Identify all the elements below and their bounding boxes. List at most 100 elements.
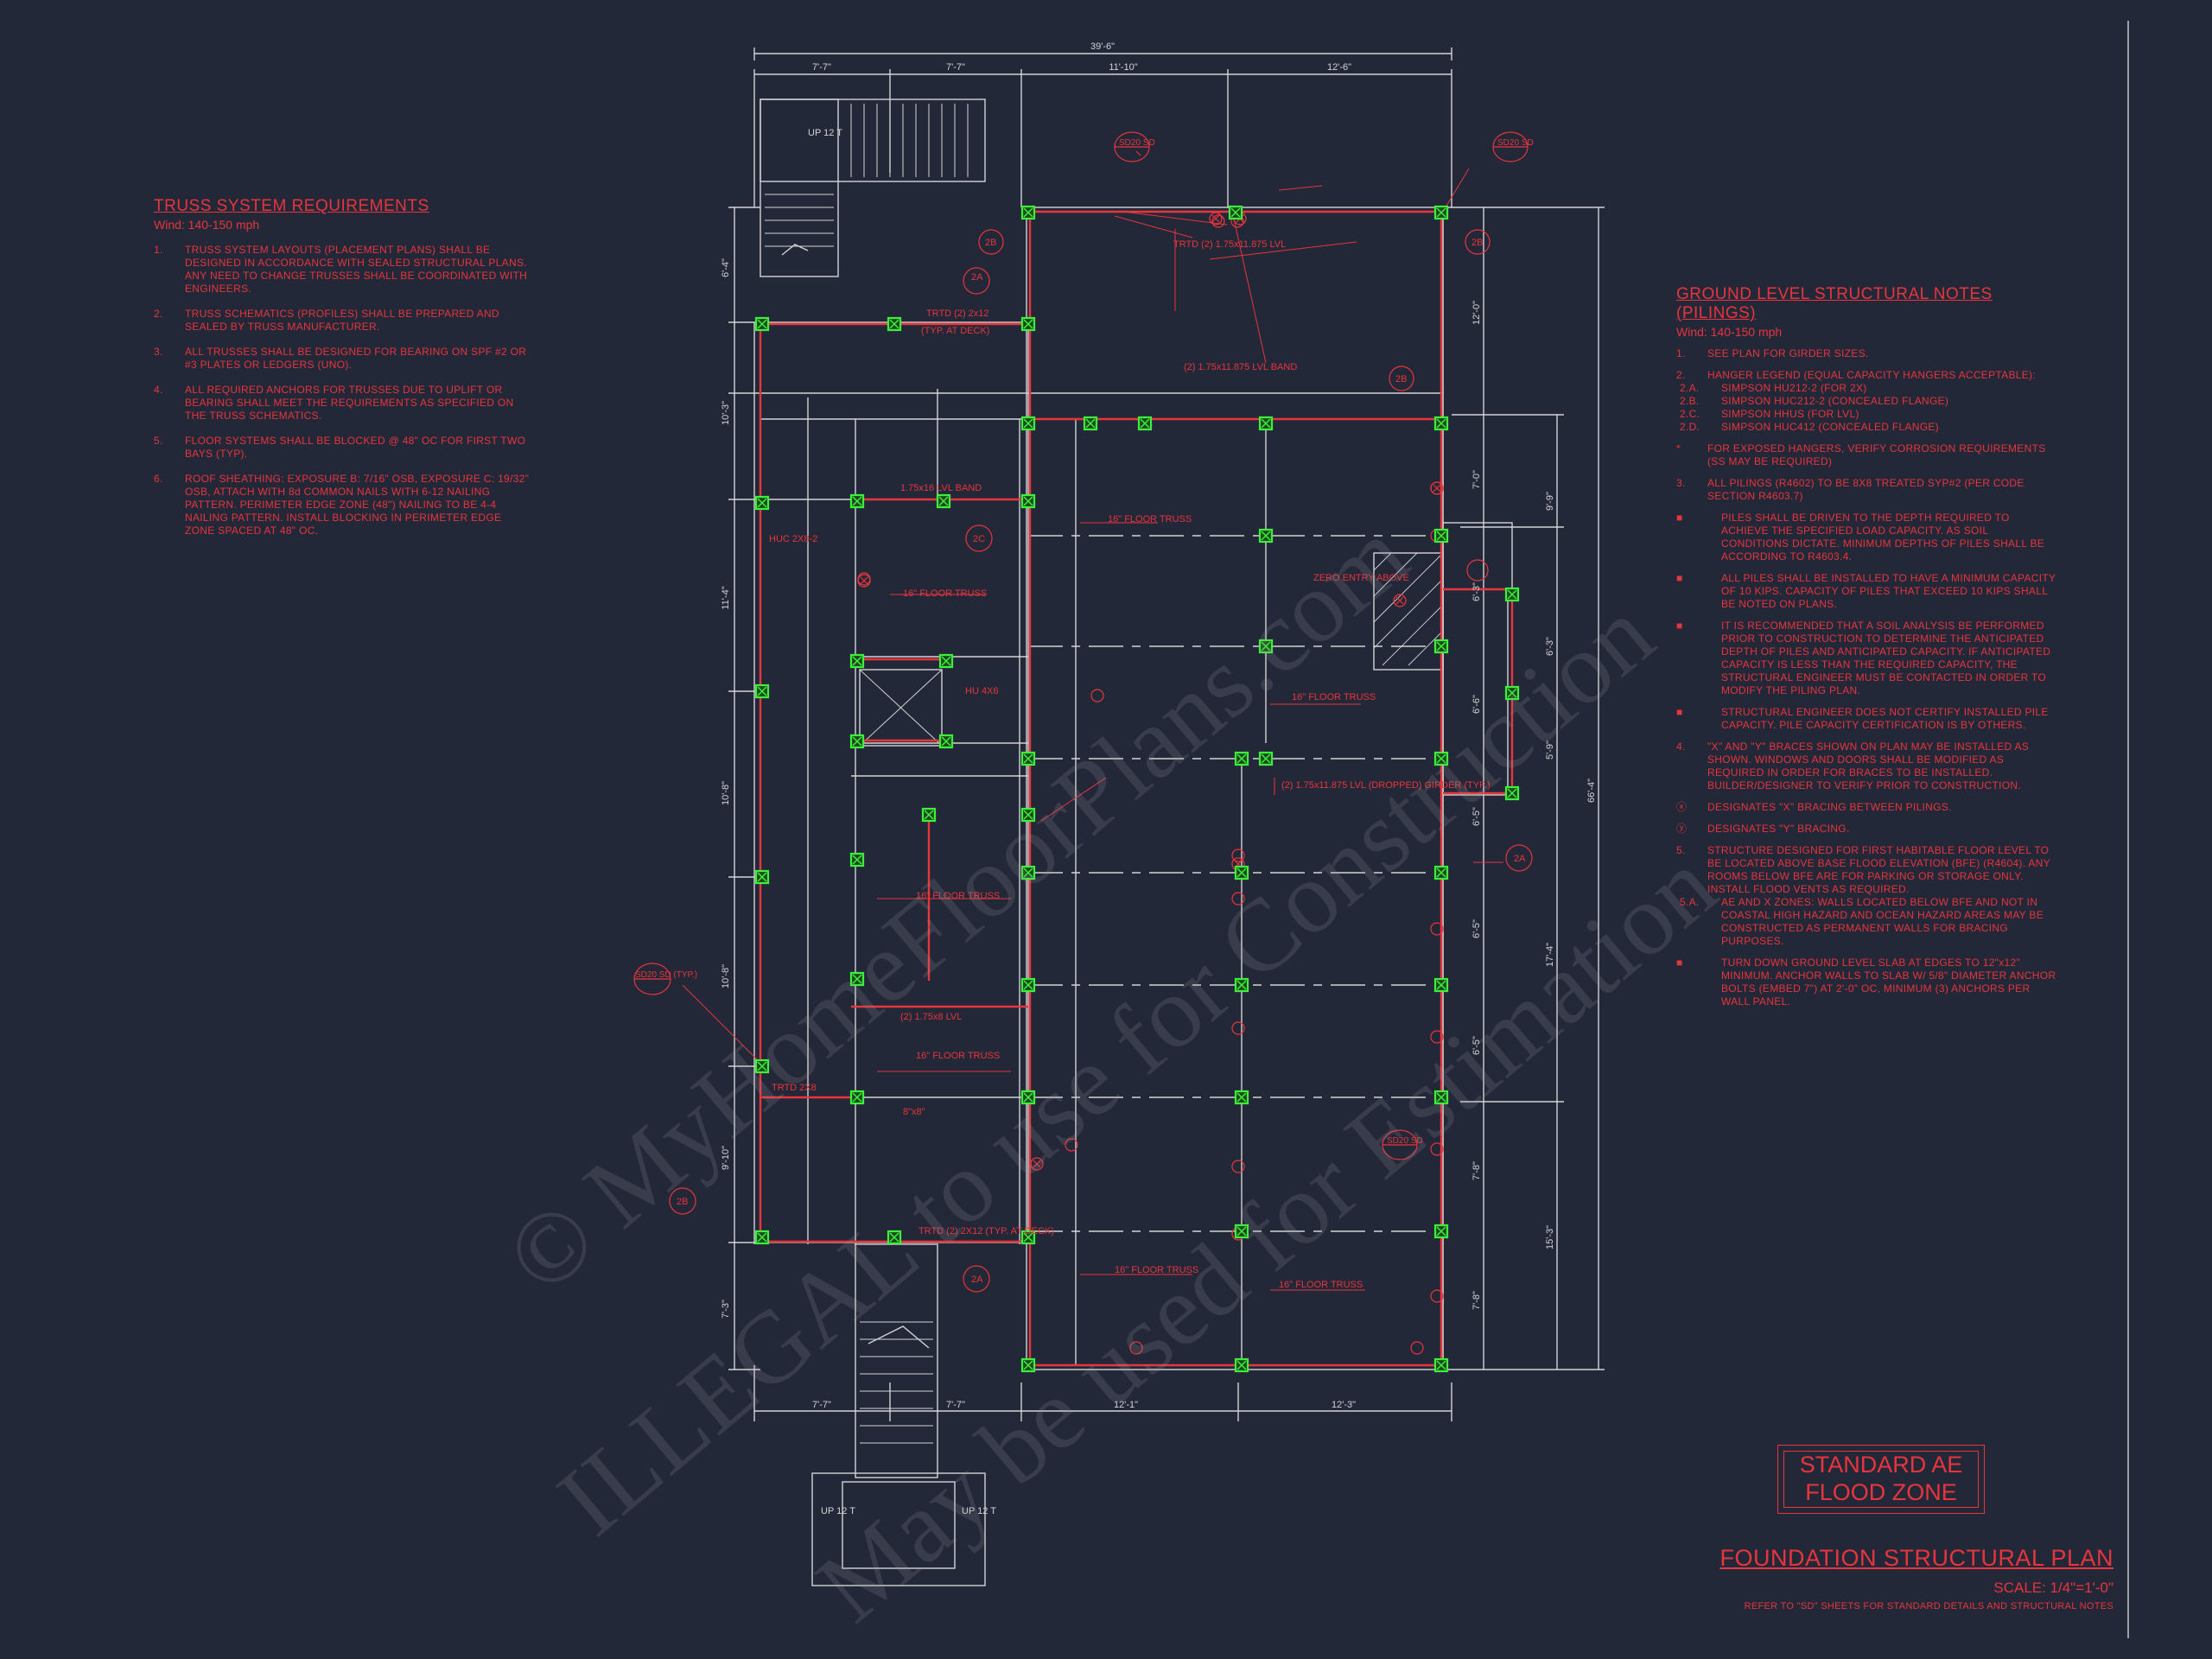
truss-note-item: 3.ALL TRUSSES SHALL BE DESIGNED FOR BEAR… bbox=[154, 346, 534, 372]
svg-text:TRTD 2X8: TRTD 2X8 bbox=[772, 1083, 817, 1093]
svg-text:2A: 2A bbox=[1514, 854, 1526, 864]
svg-text:2C: 2C bbox=[973, 534, 985, 544]
note-text: DESIGNATES "Y" BRACING. bbox=[1707, 823, 1850, 835]
note-number: 2.B. bbox=[1680, 395, 1700, 407]
ground-level-notes: GROUND LEVEL STRUCTURAL NOTES (PILINGS) … bbox=[1676, 285, 2056, 1008]
note-text: ROOF SHEATHING: EXPOSURE B: 7/16" OSB, E… bbox=[185, 473, 530, 537]
sheet-scale: SCALE: 1/4"=1'-0" bbox=[1993, 1580, 2113, 1596]
svg-text:SD20 SD: SD20 SD bbox=[1119, 138, 1155, 148]
note-text: SIMPSON HUC212-2 (CONCEALED FLANGE) bbox=[1721, 395, 1949, 407]
note-number: ⓧ bbox=[1676, 801, 1688, 813]
note-number: ■ bbox=[1676, 957, 1683, 969]
note-text: IT IS RECOMMENDED THAT A SOIL ANALYSIS B… bbox=[1721, 620, 2051, 696]
ground-notes-heading: GROUND LEVEL STRUCTURAL NOTES (PILINGS) bbox=[1676, 285, 1993, 322]
svg-text:6'-4": 6'-4" bbox=[721, 258, 731, 277]
note-text: AE AND X ZONES: WALLS LOCATED BELOW BFE … bbox=[1721, 896, 2044, 947]
svg-text:16" FLOOR TRUSS: 16" FLOOR TRUSS bbox=[916, 891, 1000, 901]
note-number: 5. bbox=[1676, 844, 1686, 856]
svg-text:2A: 2A bbox=[971, 1274, 983, 1285]
truss-note-item: 2. TRUSS SCHEMATICS (PROFILES) SHALL BE P… bbox=[154, 308, 534, 334]
svg-text:5'-9": 5'-9" bbox=[1545, 741, 1555, 760]
ground-note-item: ⓧ DESIGNATES "X" BRACING BETWEEN PILINGS. bbox=[1676, 801, 2056, 814]
note-number: 4. bbox=[154, 384, 163, 396]
svg-text:TRTD (2) 1.75x11.875 LVL: TRTD (2) 1.75x11.875 LVL bbox=[1173, 239, 1286, 250]
ground-note-item: 5.A.AE AND X ZONES: WALLS LOCATED BELOW … bbox=[1680, 896, 2056, 948]
svg-text:UP 12 T: UP 12 T bbox=[821, 1506, 855, 1516]
svg-text:2A: 2A bbox=[971, 272, 983, 283]
note-number: 2. bbox=[154, 308, 163, 320]
svg-text:6'-6": 6'-6" bbox=[1471, 695, 1482, 714]
svg-text:12'-0": 12'-0" bbox=[1471, 301, 1482, 325]
ground-notes-list: 1.SEE PLAN FOR GIRDER SIZES.2.HANGER LEG… bbox=[1676, 347, 2056, 1008]
sheet-title: FOUNDATION STRUCTURAL PLAN bbox=[1719, 1545, 2113, 1571]
ground-note-item: ■PILES SHALL BE DRIVEN TO THE DEPTH REQU… bbox=[1676, 512, 2056, 563]
truss-note-item: 4. ALL REQUIRED ANCHORS FOR TRUSSES DUE T… bbox=[154, 384, 534, 423]
svg-text:(2) 1.75x8 LVL: (2) 1.75x8 LVL bbox=[900, 1012, 962, 1022]
note-number: ⓨ bbox=[1676, 823, 1688, 835]
svg-text:10'-8": 10'-8" bbox=[721, 781, 731, 805]
note-number: ■ bbox=[1676, 620, 1683, 632]
note-text: TRUSS SCHEMATICS (PROFILES) SHALL BE PRE… bbox=[185, 308, 499, 333]
svg-text:16" FLOOR TRUSS: 16" FLOOR TRUSS bbox=[916, 1051, 1000, 1061]
note-text: SIMPSON HHUS (FOR LVL) bbox=[1721, 408, 1859, 420]
svg-text:10'-3": 10'-3" bbox=[721, 401, 731, 425]
svg-text:12'-1": 12'-1" bbox=[1114, 1400, 1138, 1410]
ground-note-item: 2. HANGER LEGEND (EQUAL CAPACITY HANGERS … bbox=[1676, 369, 2056, 382]
zone-line-2: FLOOD ZONE bbox=[1805, 1479, 1957, 1505]
leaders bbox=[682, 150, 1503, 1291]
svg-text:SD20 SD: SD20 SD bbox=[1497, 138, 1534, 148]
svg-text:7'-0": 7'-0" bbox=[1471, 470, 1482, 489]
note-number: 5. bbox=[154, 435, 163, 447]
note-text: FLOOR SYSTEMS SHALL BE BLOCKED @ 48" OC … bbox=[185, 435, 526, 460]
svg-text:2B: 2B bbox=[1395, 374, 1407, 385]
note-number: * bbox=[1676, 442, 1681, 454]
svg-text:16" FLOOR TRUSS: 16" FLOOR TRUSS bbox=[1108, 514, 1192, 524]
ground-notes-wind: Wind: 140-150 mph bbox=[1676, 325, 1783, 339]
ground-note-item: 2.C.SIMPSON HHUS (FOR LVL) bbox=[1680, 408, 2056, 421]
svg-text:7'-7": 7'-7" bbox=[812, 62, 831, 73]
truss-note-item: 6. ROOF SHEATHING: EXPOSURE B: 7/16" OSB,… bbox=[154, 473, 534, 537]
ground-note-item: 4."X" AND "Y" BRACES SHOWN ON PLAN MAY B… bbox=[1676, 741, 2056, 792]
note-text: TRUSS SYSTEM LAYOUTS (PLACEMENT PLANS) S… bbox=[185, 244, 528, 295]
svg-text:11'-4": 11'-4" bbox=[721, 586, 731, 609]
svg-text:7'-3": 7'-3" bbox=[721, 1300, 731, 1319]
note-text: HANGER LEGEND (EQUAL CAPACITY HANGERS AC… bbox=[1707, 369, 2036, 381]
note-number: ■ bbox=[1676, 572, 1683, 584]
ground-note-item: 2.D.SIMPSON HUC412 (CONCEALED FLANGE) bbox=[1680, 421, 2056, 434]
svg-text:12'-3": 12'-3" bbox=[1332, 1400, 1356, 1410]
note-text: ALL PILINGS (R4602) TO BE 8X8 TREATED SY… bbox=[1707, 477, 2024, 502]
note-text: PILES SHALL BE DRIVEN TO THE DEPTH REQUI… bbox=[1721, 512, 2045, 563]
ground-note-item: ■ ALL PILES SHALL BE INSTALLED TO HAVE A … bbox=[1676, 572, 2056, 611]
svg-text:6'-5": 6'-5" bbox=[1471, 1036, 1482, 1055]
truss-notes: TRUSS SYSTEM REQUIREMENTS Wind: 140-150 … bbox=[154, 197, 534, 537]
ground-note-item: *FOR EXPOSED HANGERS, VERIFY CORROSION R… bbox=[1676, 442, 2056, 468]
note-number: 1. bbox=[1676, 347, 1686, 359]
top-overall-dim: 39'-6" bbox=[1090, 41, 1115, 52]
svg-text:15'-3": 15'-3" bbox=[1545, 1225, 1555, 1249]
note-text: "X" AND "Y" BRACES SHOWN ON PLAN MAY BE … bbox=[1707, 741, 2030, 791]
svg-text:UP 12 T: UP 12 T bbox=[808, 128, 842, 138]
svg-text:7'-8": 7'-8" bbox=[1471, 1291, 1482, 1310]
note-text: ALL PILES SHALL BE INSTALLED TO HAVE A M… bbox=[1721, 572, 2056, 610]
truss-notes-heading: TRUSS SYSTEM REQUIREMENTS bbox=[154, 197, 429, 215]
note-text: STRUCTURE DESIGNED FOR FIRST HABITABLE F… bbox=[1707, 844, 2050, 895]
note-number: 6. bbox=[154, 473, 163, 485]
member-labels: TRTD (2) 1.75x11.875 LVL TRTD (2) 2x12 (… bbox=[635, 138, 1534, 1290]
svg-text:SD20 SD (TYP.): SD20 SD (TYP.) bbox=[635, 970, 697, 980]
note-number: 2. bbox=[1676, 369, 1686, 381]
ground-note-item: 5. STRUCTURE DESIGNED FOR FIRST HABITABLE… bbox=[1676, 844, 2056, 896]
note-number: 1. bbox=[154, 244, 163, 256]
svg-text:16" FLOOR TRUSS: 16" FLOOR TRUSS bbox=[1279, 1280, 1363, 1290]
svg-text:6'-5": 6'-5" bbox=[1471, 807, 1482, 826]
svg-text:7'-8": 7'-8" bbox=[1471, 1161, 1482, 1180]
note-text: TURN DOWN GROUND LEVEL SLAB AT EDGES TO … bbox=[1721, 957, 2056, 1007]
ground-note-item: 2.B. SIMPSON HUC212-2 (CONCEALED FLANGE) bbox=[1680, 395, 2056, 408]
note-text: ALL REQUIRED ANCHORS FOR TRUSSES DUE TO … bbox=[185, 384, 514, 422]
svg-text:12'-6": 12'-6" bbox=[1327, 62, 1351, 73]
sheet-refer-note: REFER TO "SD" SHEETS FOR STANDARD DETAIL… bbox=[1744, 1601, 2113, 1611]
note-text: DESIGNATES "X" BRACING BETWEEN PILINGS. bbox=[1707, 801, 1952, 813]
svg-text:HUC 2X8-2: HUC 2X8-2 bbox=[769, 534, 817, 544]
svg-text:2B: 2B bbox=[677, 1197, 688, 1207]
svg-text:ZERO ENTRY ABOVE: ZERO ENTRY ABOVE bbox=[1313, 573, 1409, 583]
